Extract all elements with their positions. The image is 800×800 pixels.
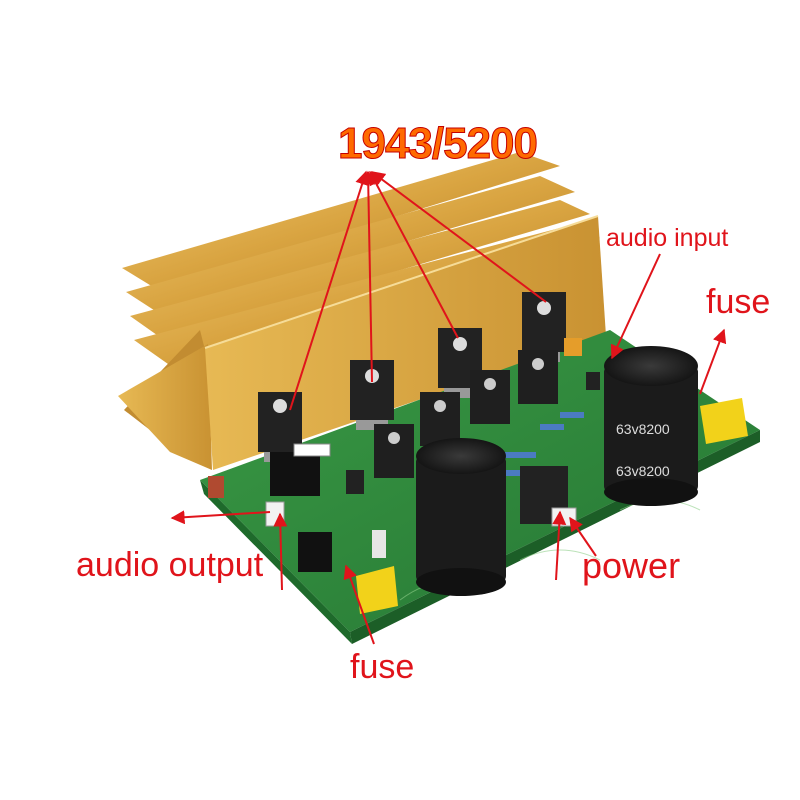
heatsink xyxy=(118,152,606,470)
filter-capacitors: 63v8200 63v8200 xyxy=(416,346,698,596)
capacitor-marking: 63v8200 xyxy=(616,463,670,479)
transistor-part-number-label: 1943/5200 xyxy=(338,119,539,168)
fuse-label-bottom: fuse xyxy=(350,648,415,686)
fuse-label-right: fuse xyxy=(706,283,771,321)
power-transistors xyxy=(258,292,566,478)
power-label: power xyxy=(582,545,681,586)
audio-input-label: audio input xyxy=(606,224,729,252)
annotation-arrows xyxy=(170,170,727,645)
capacitor-marking: 63v8200 xyxy=(616,421,670,437)
fuse-components xyxy=(356,398,748,614)
audio-output-label: audio output xyxy=(76,546,264,584)
